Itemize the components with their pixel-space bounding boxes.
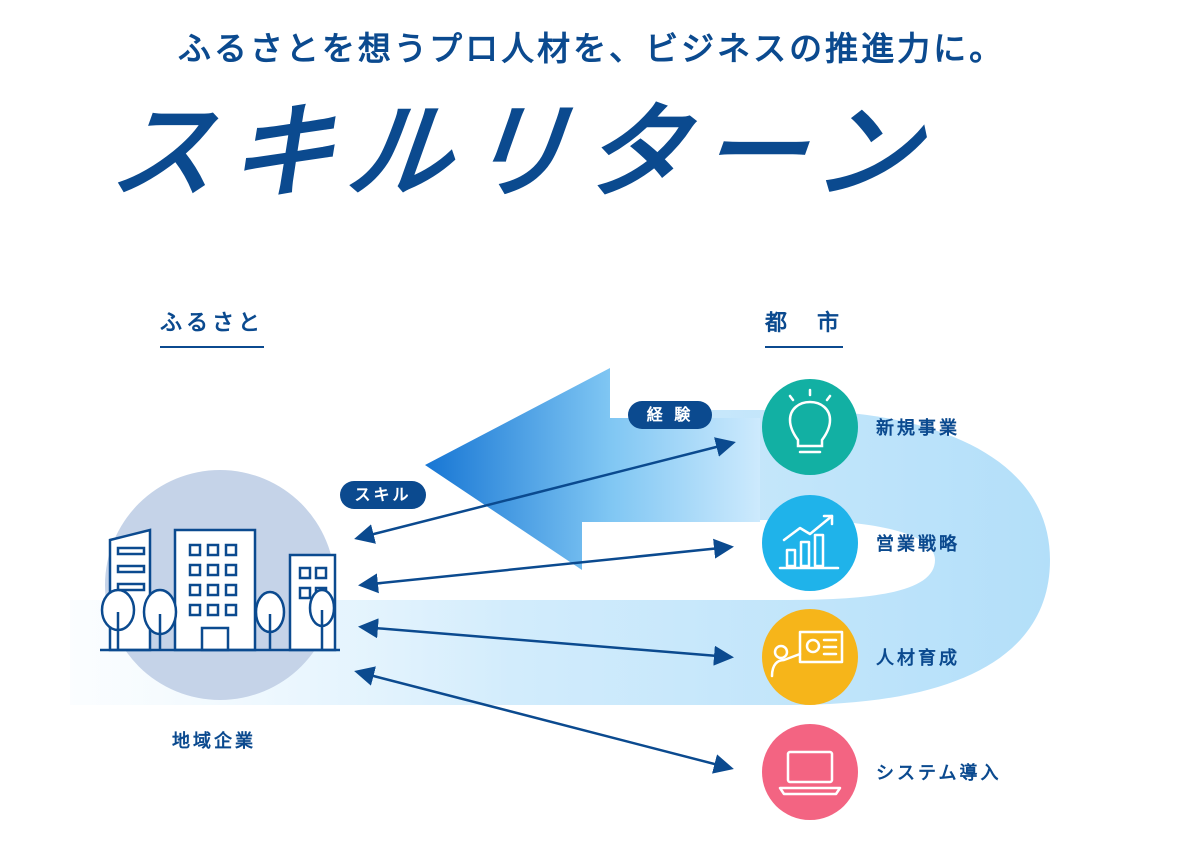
sales-strategy-label: 営業戦略	[876, 534, 960, 555]
growth-chart-icon	[778, 514, 840, 570]
right-node-hr-development	[762, 609, 858, 705]
regional-company-label: 地域企業	[172, 731, 256, 752]
buildings-icon	[100, 528, 340, 652]
link-arrow-hr-development	[358, 618, 734, 666]
left-heading: ふるさと	[160, 310, 265, 348]
system-intro-label: システム導入	[876, 763, 1002, 784]
regional-company-node	[100, 470, 340, 700]
new-business-label: 新規事業	[876, 418, 960, 439]
laptop-icon	[778, 750, 842, 796]
presentation-icon	[770, 630, 844, 678]
big-return-arrow	[425, 368, 760, 570]
new-business-circle	[762, 379, 858, 475]
right-node-new-business	[762, 379, 858, 475]
experience-badge: 経 験	[628, 401, 712, 429]
right-node-sales-strategy	[762, 495, 858, 591]
lightbulb-icon	[788, 388, 832, 454]
right-heading: 都 市	[765, 310, 844, 348]
right-node-system-intro	[762, 724, 858, 820]
tagline: ふるさとを想うプロ人材を、ビジネスの推進力に。	[177, 29, 1006, 68]
skill-badge: スキル	[340, 481, 426, 509]
hr-development-label: 人材育成	[876, 648, 960, 669]
link-arrow-new-business	[354, 437, 736, 544]
system-intro-circle	[762, 724, 858, 820]
link-arrow-sales-strategy	[358, 538, 734, 594]
link-arrow-system-intro	[354, 666, 734, 774]
